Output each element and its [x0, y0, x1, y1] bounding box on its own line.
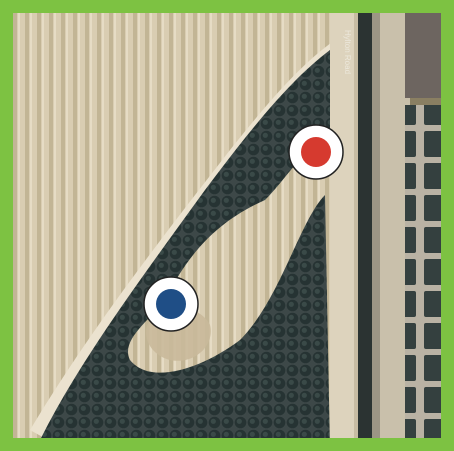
pond-grid — [405, 105, 441, 438]
road-edge — [354, 13, 358, 438]
marker-blue[interactable] — [143, 276, 199, 332]
road — [330, 13, 356, 438]
road-label: Hylton Road — [343, 30, 352, 74]
marker-red[interactable] — [288, 124, 344, 180]
canal — [358, 13, 372, 438]
marker-blue-dot — [156, 289, 186, 319]
canal-bank — [372, 13, 380, 438]
orchard-trees — [41, 50, 330, 438]
right-plot-top — [405, 13, 441, 98]
marker-red-dot — [301, 137, 331, 167]
